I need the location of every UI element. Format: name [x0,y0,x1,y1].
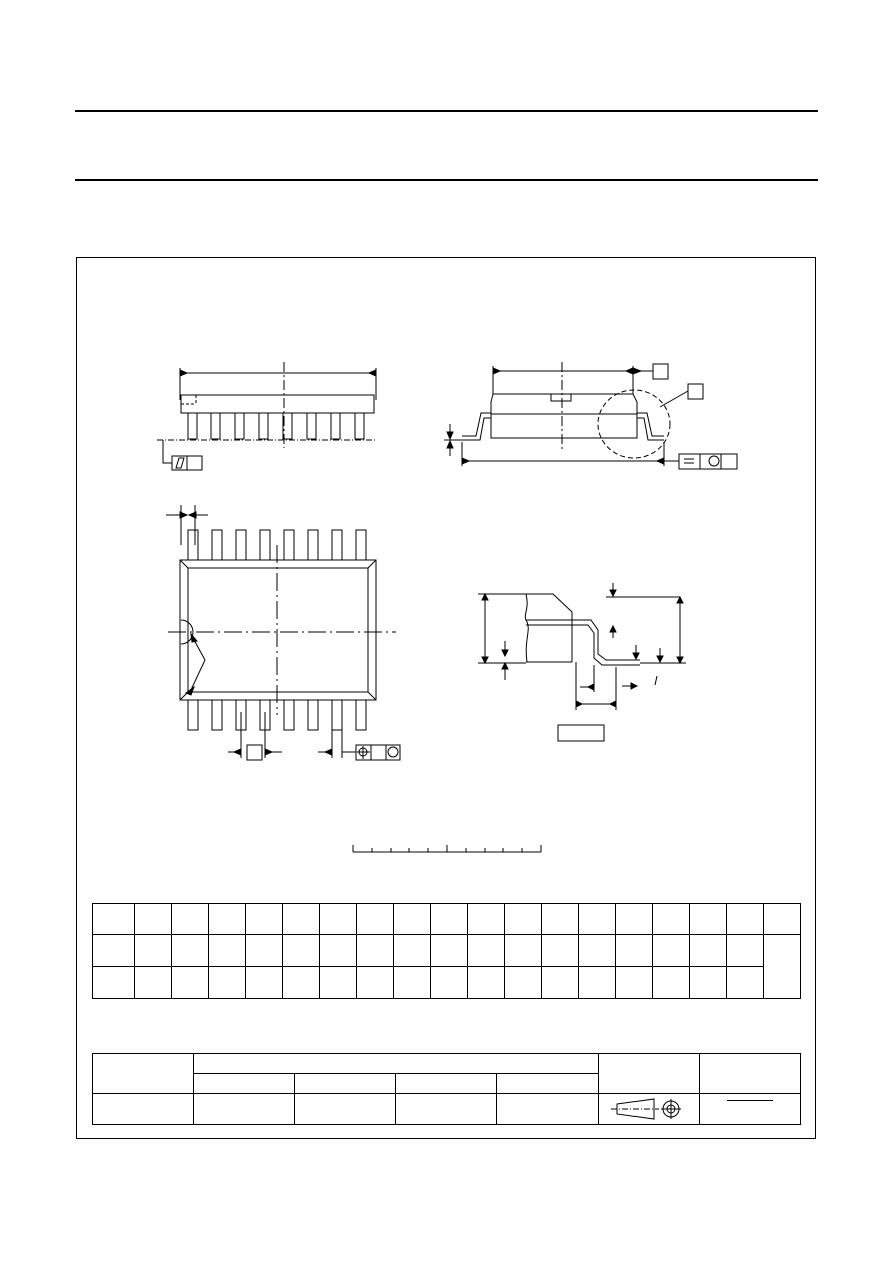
dimensions-table [92,903,801,999]
header-rule-bottom [75,179,818,181]
table-row [93,1073,801,1094]
table-row [92,1093,801,1125]
issue-date-cell [699,1093,801,1125]
projection-symbol-cell [598,1093,700,1125]
outline-version-table [92,1053,801,1125]
table-row [92,1053,801,1094]
table-row [92,903,801,935]
scale-bar [352,845,542,853]
top-view [166,505,401,761]
drawing-frame [76,257,816,1139]
header-rule-top [75,110,818,112]
projection-icon [611,1098,681,1120]
end-view [444,362,738,470]
table-row [92,934,801,999]
table-row [92,966,801,999]
side-view [157,362,377,471]
detail-view [478,583,686,742]
